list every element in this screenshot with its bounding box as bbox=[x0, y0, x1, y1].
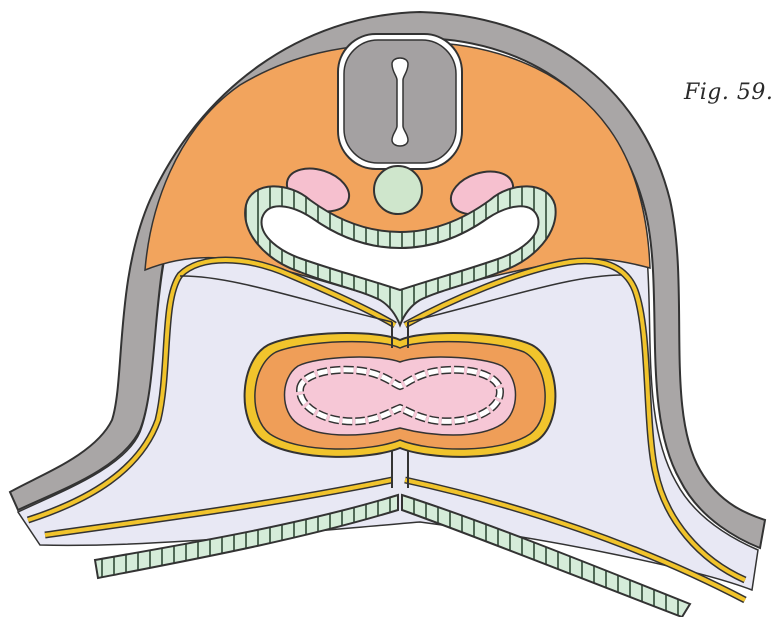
notochord bbox=[374, 166, 422, 214]
central-organ-inner bbox=[285, 357, 516, 435]
figure-caption: Fig. 59. bbox=[684, 80, 773, 105]
